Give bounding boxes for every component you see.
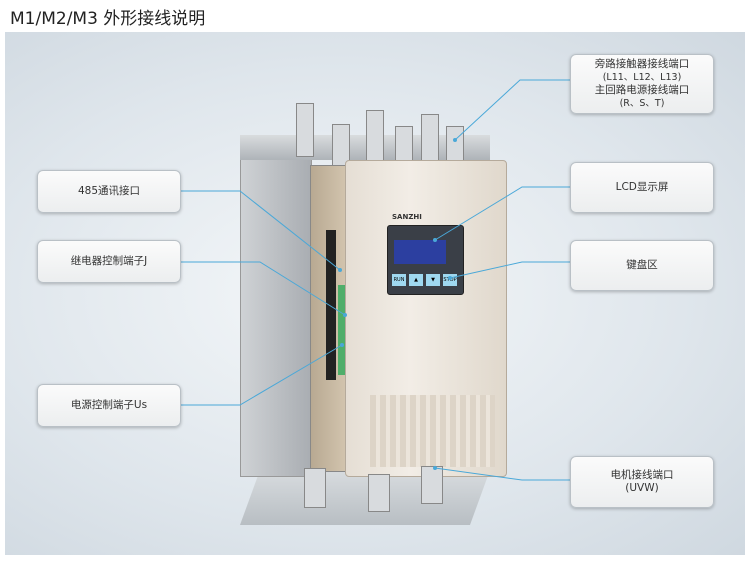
callout-lcd: LCD显示屏 <box>570 162 714 213</box>
black-connectors <box>326 230 336 380</box>
callout-power-control: 电源控制端子Us <box>37 384 181 427</box>
callout-text: 485通讯接口 <box>77 185 141 197</box>
heatsink <box>240 155 312 477</box>
callout-bypass-main-terminals: 旁路接触器接线端口 (L11、L12、L13) 主回路电源接线端口 (R、S、T… <box>570 54 714 114</box>
lcd-screen <box>394 240 446 264</box>
page-title: M1/M2/M3 外形接线说明 <box>10 9 206 29</box>
callout-text: (L11、L12、L13) <box>602 72 682 83</box>
callout-relay: 继电器控制端子J <box>37 240 181 283</box>
callout-text: 继电器控制端子J <box>70 255 148 267</box>
run-key[interactable]: RUN <box>392 274 406 286</box>
callout-text: 主回路电源接线端口 <box>594 84 690 96</box>
callout-text: 键盘区 <box>626 259 658 271</box>
down-key[interactable]: ▼ <box>426 274 440 286</box>
callout-motor-terminals: 电机接线端口 (UVW) <box>570 456 714 508</box>
lower-vent <box>370 395 495 467</box>
callout-text: LCD显示屏 <box>615 181 669 193</box>
callout-keypad: 键盘区 <box>570 240 714 291</box>
callout-text: (UVW) <box>625 482 659 494</box>
callout-text: 电源控制端子Us <box>70 399 148 411</box>
green-terminals <box>338 285 348 375</box>
callout-rs485: 485通讯接口 <box>37 170 181 213</box>
callout-text: (R、S、T) <box>619 98 665 109</box>
brand-logo: SANZHI <box>392 213 422 221</box>
callout-text: 电机接线端口 <box>610 469 674 481</box>
display-panel: SANZHI RUN ▲ ▼ STOP <box>387 213 464 295</box>
callout-text: 旁路接触器接线端口 <box>594 58 690 70</box>
up-key[interactable]: ▲ <box>409 274 423 286</box>
